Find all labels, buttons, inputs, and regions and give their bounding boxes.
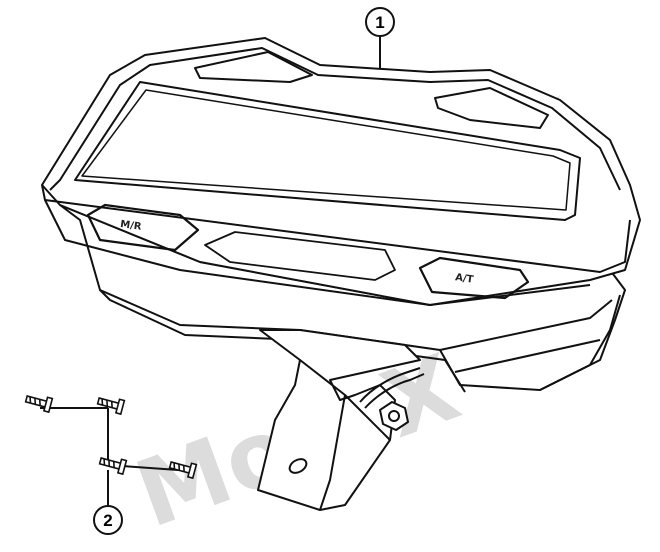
- screw-4: [168, 461, 198, 480]
- wiring-cable-2: [364, 373, 425, 409]
- cluster-top-ridge: [49, 47, 621, 191]
- cluster-side-line: [439, 299, 613, 351]
- display-screen: [81, 89, 571, 211]
- cluster-side-line-2: [454, 339, 601, 373]
- button-pod-left: [86, 203, 200, 252]
- callout-2-circle: [93, 505, 123, 535]
- mounting-screws: [24, 395, 198, 505]
- bracket-inner-edge: [344, 394, 391, 441]
- button-label-at: A/T: [454, 272, 474, 285]
- callout-1: 1: [365, 7, 395, 68]
- wiring-cable: [359, 367, 421, 403]
- cluster-right-vent: [434, 87, 549, 129]
- button-pod-right: [418, 256, 530, 300]
- instrument-cluster: [41, 37, 641, 511]
- cluster-left-vent: [194, 51, 313, 83]
- screw-1: [24, 395, 54, 414]
- display-lower-window: [204, 231, 396, 281]
- screw-3: [98, 457, 128, 476]
- bracket-fold-line: [299, 359, 346, 511]
- callout-1-number: 1: [375, 13, 384, 32]
- bracket-mount-hole: [288, 458, 308, 474]
- screw-2: [96, 397, 126, 416]
- cluster-front-face: [41, 184, 631, 273]
- bracket-bolt: [379, 401, 409, 431]
- callout-2: 2: [93, 505, 123, 535]
- button-label-mr: M/R: [119, 219, 142, 233]
- cluster-front-face-2: [44, 199, 591, 306]
- cluster-right-side: [539, 294, 621, 391]
- callout-1-circle: [365, 7, 395, 37]
- mounting-bracket: [257, 329, 421, 511]
- cluster-lower-edge: [99, 289, 466, 393]
- display-bezel: [74, 81, 581, 221]
- cluster-top-shell: [41, 37, 641, 306]
- callout-2-number: 2: [103, 511, 112, 530]
